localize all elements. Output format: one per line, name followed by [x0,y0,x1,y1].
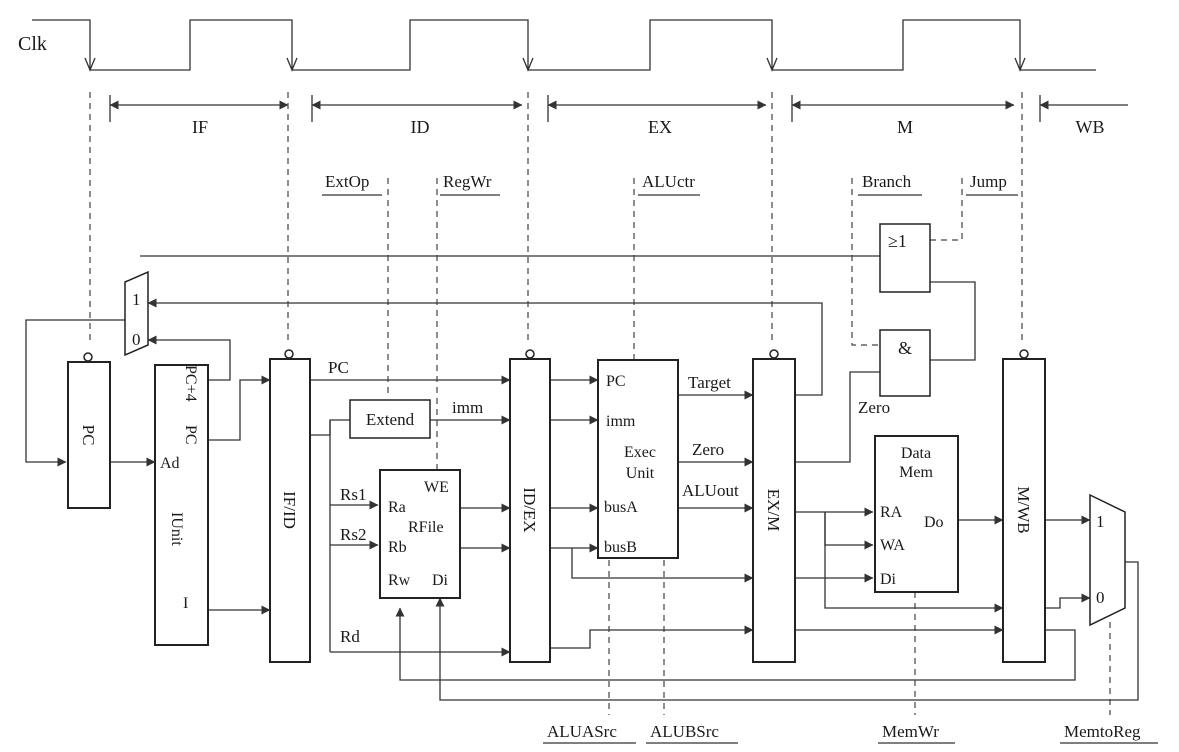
wire-label-aluout: ALUout [682,481,739,500]
pc-mux-input-0: 0 [132,330,141,349]
iunit-pc4-label: PC+4 [182,365,199,402]
exec-pc-label: PC [606,373,626,390]
control-aluctr: ALUctr [642,172,695,191]
control-alubsrc: ALUBSrc [650,722,719,741]
dmem-ra-label: RA [880,504,903,521]
exec-title-1: Exec [624,444,656,461]
pc-mux-input-1: 1 [132,290,141,309]
data-memory: Data Mem RA Do WA Di [874,435,959,593]
pc-mux: 1 0 [124,270,149,357]
control-memtoreg: MemtoReg [1064,722,1141,741]
and-gate: & [879,329,931,397]
wb-mux-input-0: 0 [1096,588,1105,607]
rfile-we-label: WE [424,479,449,496]
wire-label-zero: Zero [692,440,724,459]
exec-imm-label: imm [606,413,636,430]
exec-busa-label: busA [604,499,638,516]
wire-label-rd: Rd [340,627,360,646]
stage-label-wb: WB [1076,117,1105,137]
wire-label-pc: PC [328,358,349,377]
datapath-wires [25,255,1139,701]
exec-title-2: Unit [626,465,655,482]
exec-busb-label: busB [604,539,637,556]
and-gate-label: & [898,338,912,358]
iunit-ad-label: Ad [160,455,180,472]
iunit-name: IUnit [168,512,185,546]
id-ex-register: ID/EX [509,349,551,663]
control-jump: Jump [970,172,1007,191]
extend-label: Extend [366,410,415,429]
or-gate-label: ≥1 [888,231,907,251]
exec-unit: PC imm Exec Unit busA busB [597,359,679,559]
clock-waveform [32,19,1096,71]
stage-label-ex: EX [648,117,672,137]
wire-label-rs1: Rs1 [340,485,366,504]
wb-mux: 1 0 [1089,493,1126,627]
if-id-label: IF/ID [280,491,299,529]
iunit-pc-label: PC [182,425,199,445]
m-wb-register: M/WB [1002,349,1046,663]
ex-m-register: EX/M [752,349,796,663]
stage-timing-lines [109,95,1128,122]
register-file: WE Ra RFile Rb Rw Di [379,469,461,599]
control-memwr: MemWr [882,722,939,741]
clock-distribution-lines [89,92,1023,345]
wire-label-rs2: Rs2 [340,525,366,544]
dmem-wa-label: WA [880,537,905,554]
clock-label: Clk [18,33,47,55]
ex-m-label: EX/M [764,489,783,532]
dmem-di-label: Di [880,571,897,588]
stage-label-if: IF [192,117,208,137]
extend-unit: Extend [349,399,431,439]
m-wb-label: M/WB [1014,486,1033,533]
wire-label-target: Target [688,373,731,392]
rfile-name: RFile [408,519,444,536]
if-id-register: IF/ID [269,349,311,663]
control-branch: Branch [862,172,912,191]
pc-register-label: PC [79,425,98,446]
rfile-rb-label: Rb [388,539,407,556]
instruction-unit: PC+4 PC Ad IUnit I [154,364,209,646]
wb-mux-input-1: 1 [1096,512,1105,531]
wire-label-zero-in: Zero [858,398,890,417]
pc-register: PC [67,352,111,509]
dmem-title-2: Mem [899,464,933,481]
iunit-i-label: I [183,595,188,612]
rfile-ra-label: Ra [388,499,406,516]
rfile-rw-label: Rw [388,572,411,589]
dmem-title-1: Data [901,445,931,462]
rfile-di-label: Di [432,572,449,589]
control-regwr: RegWr [443,172,492,191]
id-ex-label: ID/EX [520,487,539,532]
stage-label-m: M [897,117,913,137]
stage-label-id: ID [411,117,430,137]
clock-edge-arrows [84,57,1026,72]
or-gate: ≥1 [879,223,931,293]
control-extop: ExtOp [325,172,369,191]
control-aluasrc: ALUASrc [547,722,617,741]
dmem-do-label: Do [924,514,944,531]
wire-label-imm: imm [452,398,483,417]
